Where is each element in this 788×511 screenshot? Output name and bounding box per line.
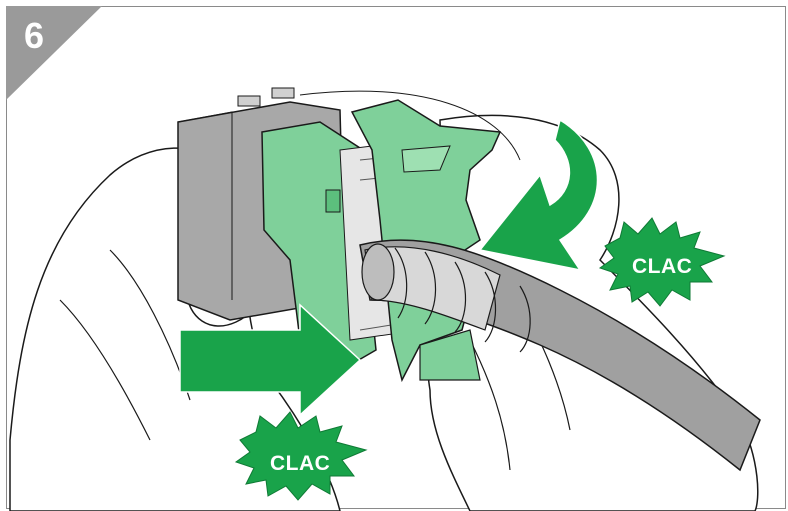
- latch-window: [326, 190, 340, 212]
- clac-label-right: CLAC: [632, 256, 692, 277]
- step-number: 6: [24, 18, 44, 54]
- step-badge: [6, 6, 102, 100]
- clac-label-left: CLAC: [270, 453, 330, 474]
